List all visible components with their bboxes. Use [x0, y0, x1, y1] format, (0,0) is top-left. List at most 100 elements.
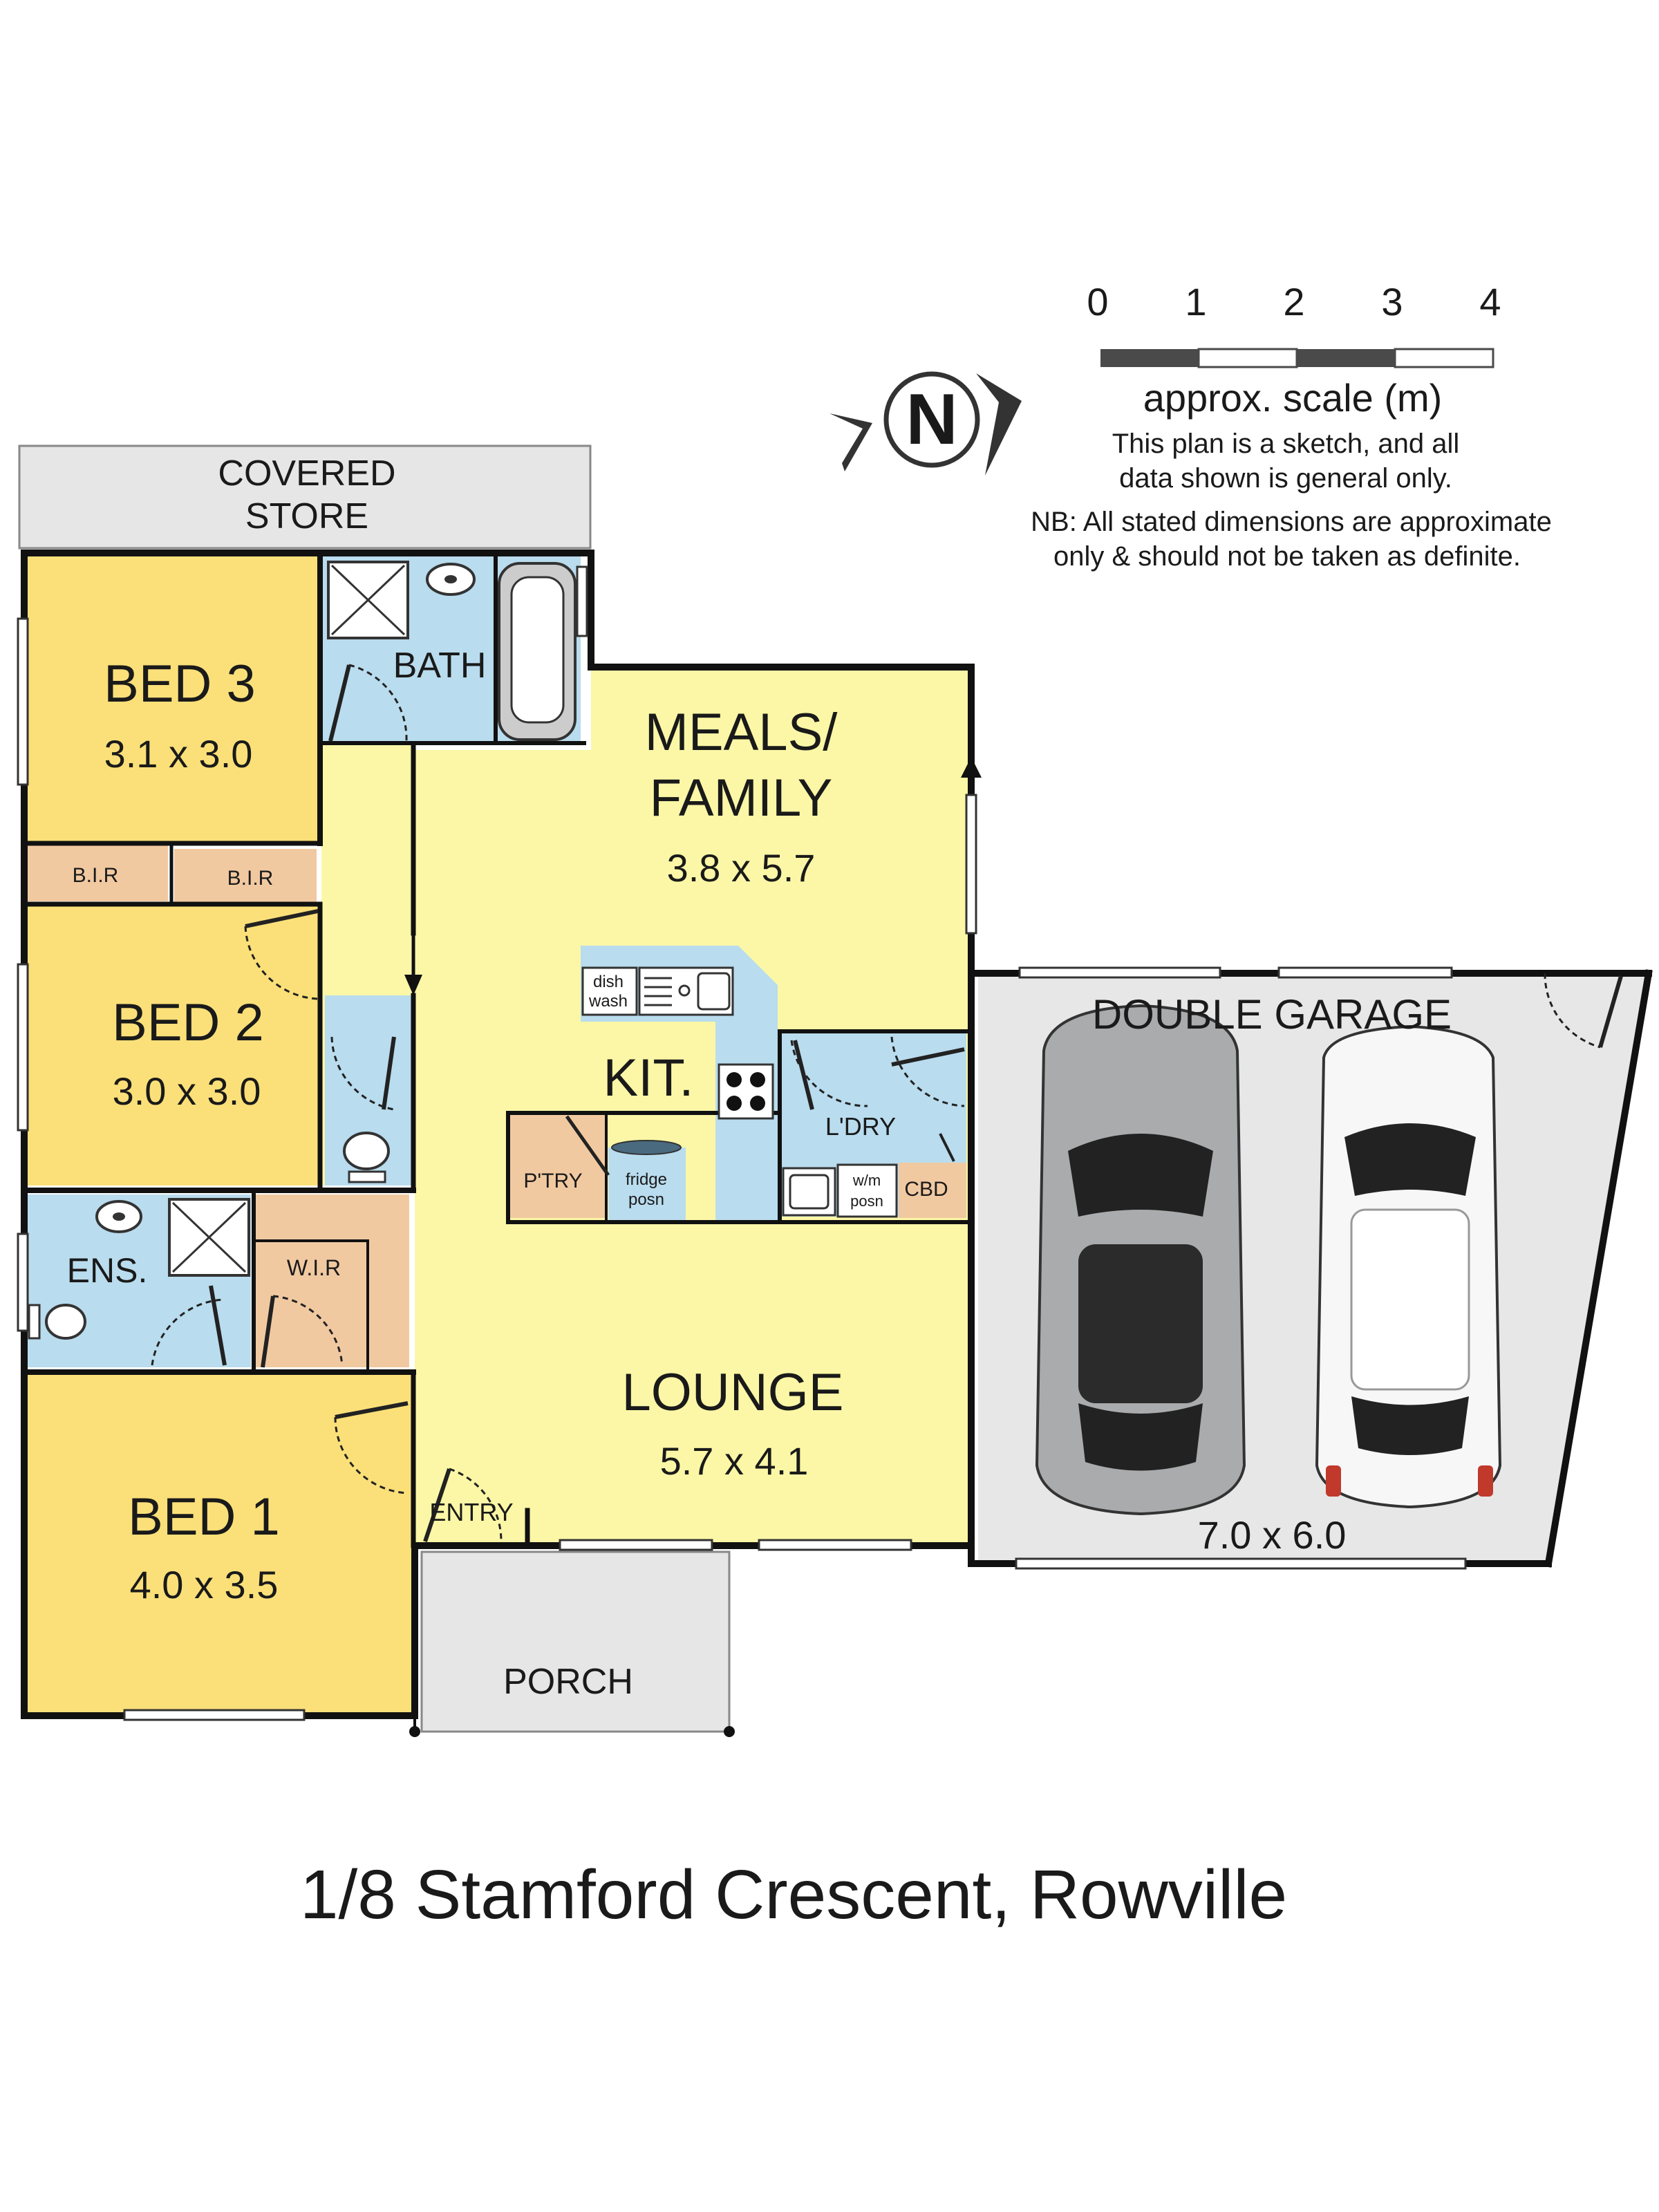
window-bed2	[17, 963, 29, 1132]
bed1-dims: 4.0 x 3.5	[130, 1563, 279, 1606]
door-ldry-leaf	[793, 1040, 814, 1110]
cooktop	[718, 1063, 774, 1120]
porch-label: PORCH	[503, 1662, 633, 1702]
cooktop-burner-3	[727, 1096, 742, 1111]
plan-note-line-1: This plan is a sketch, and all	[1112, 429, 1459, 459]
door-ens-leaf	[209, 1285, 227, 1366]
door-entry	[449, 1468, 503, 1542]
entry-label: ENTRY	[429, 1498, 513, 1526]
scale-segment-1	[1100, 349, 1199, 367]
door-hall-toilet	[330, 1036, 395, 1111]
car-white-tail-light-right	[1478, 1465, 1493, 1497]
door-bed1	[334, 1416, 409, 1494]
hall-arrow-head	[404, 975, 422, 995]
toilet-hall	[343, 1132, 390, 1170]
meals-arrow-head	[961, 757, 982, 778]
scale-segment-4	[1394, 348, 1494, 368]
bir1-label: B.I.R	[73, 864, 119, 887]
window-garage-south	[1015, 1557, 1467, 1570]
toilet-hall-cistern	[348, 1170, 386, 1183]
shower-bath-cross	[330, 564, 406, 636]
hall-arrows	[404, 757, 982, 995]
door-bed2-leaf	[245, 909, 319, 928]
window-garage-north-1	[1018, 966, 1221, 979]
wm-line-2: posn	[850, 1192, 883, 1210]
toilet-ens	[45, 1304, 86, 1340]
meals-label-line-1: MEALS/	[645, 703, 838, 762]
room-labels: COVERED STORE BED 3 3.1 x 3.0 BATH B.I.R…	[67, 453, 1452, 1702]
washing-machine	[836, 1163, 898, 1218]
fixtures	[28, 561, 898, 1340]
bed1-area	[26, 1372, 411, 1714]
door-cbd-leaf	[939, 1133, 955, 1162]
door-ptry-leaf	[565, 1115, 610, 1177]
scale-tick-0: 0	[1087, 280, 1108, 324]
wir-label: W.I.R	[287, 1255, 341, 1280]
cooktop-burner-1	[727, 1072, 742, 1087]
windows	[17, 565, 1467, 1721]
door-garage	[1544, 973, 1601, 1049]
car-white-rear-window	[1351, 1396, 1469, 1455]
bed2-area	[26, 906, 320, 1185]
meals-dims: 3.8 x 5.7	[667, 846, 816, 890]
toilet-ens-cistern	[28, 1304, 41, 1340]
scale-bar: 0 1 2 3 4 approx. scale (m) This plan is…	[1031, 280, 1552, 572]
bir1-area	[26, 845, 168, 901]
window-bed3	[17, 617, 29, 786]
porch-area	[420, 1550, 731, 1733]
window-lounge-2	[758, 1539, 912, 1551]
door-wir	[272, 1295, 344, 1366]
basin-bath-drain	[444, 575, 457, 583]
kit-label: KIT.	[603, 1049, 694, 1107]
nb-note-line-2: only & should not be taken as definite.	[1053, 541, 1521, 572]
fridge-line-2: posn	[628, 1190, 664, 1209]
scale-segment-2	[1197, 348, 1298, 368]
door-ldry	[790, 1040, 868, 1107]
shower-ens-cross	[171, 1201, 247, 1273]
door-wir-leaf	[261, 1295, 275, 1368]
plan-note-line-2: data shown is general only.	[1119, 463, 1452, 494]
porch-post-dot-1	[409, 1726, 420, 1737]
scale-segment-3	[1297, 349, 1395, 367]
car-silver-rear-window	[1078, 1403, 1203, 1471]
cbd-label: CBD	[904, 1178, 948, 1201]
nb-note-line-1: NB: All stated dimensions are approximat…	[1031, 507, 1552, 537]
window-bath	[576, 565, 588, 637]
fridge-line-1: fridge	[626, 1170, 667, 1189]
covered-store-area	[18, 444, 592, 550]
kitchen-sink-bowl	[697, 972, 731, 1011]
fridge-top	[611, 1140, 682, 1155]
bir2-area	[174, 849, 317, 903]
scale-tick-3: 3	[1381, 280, 1403, 324]
ptry-area	[510, 1114, 605, 1218]
wm-line-1: w/m	[852, 1172, 881, 1189]
ldry-label: L'DRY	[825, 1112, 896, 1141]
ens-label: ENS.	[67, 1251, 148, 1290]
north-compass: N	[830, 371, 1022, 476]
bed3-area	[26, 556, 320, 841]
bed2-dims: 3.0 x 3.0	[113, 1069, 261, 1113]
window-garage-north-2	[1277, 966, 1453, 979]
basin-ens-drain	[113, 1212, 125, 1221]
cooktop-burner-2	[750, 1072, 765, 1087]
meals-label-line-2: FAMILY	[650, 769, 833, 827]
car-silver	[1035, 1004, 1246, 1516]
covered-store-line-1: COVERED	[218, 453, 395, 494]
window-bed1	[123, 1709, 306, 1721]
cbd-area	[899, 1163, 966, 1218]
lounge-label: LOUNGE	[622, 1363, 844, 1422]
door-bed1-leaf	[335, 1401, 409, 1419]
fridge-area	[608, 1147, 686, 1220]
compass-left-arrow	[830, 413, 872, 471]
car-silver-windscreen	[1068, 1134, 1213, 1217]
window-meals	[965, 794, 977, 935]
door-ldry-external-leaf	[891, 1047, 965, 1067]
bed2-label: BED 2	[112, 993, 264, 1052]
door-bed2	[244, 926, 319, 1000]
kitchen-sink-drain	[678, 984, 691, 997]
garage-dims: 7.0 x 6.0	[1198, 1513, 1347, 1557]
window-lounge-1	[559, 1539, 713, 1551]
scale-tick-2: 2	[1283, 280, 1304, 324]
bir2-label: B.I.R	[227, 867, 274, 890]
